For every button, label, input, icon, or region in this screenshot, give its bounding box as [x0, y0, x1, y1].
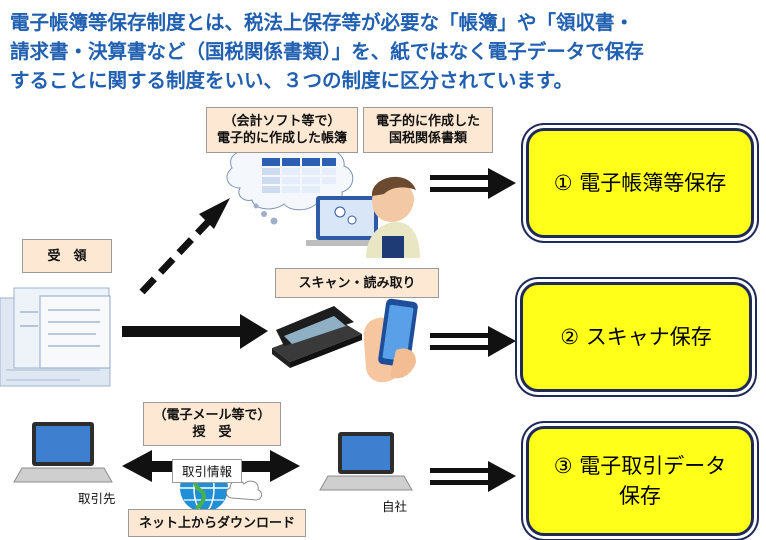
solid-arrow-to-scanner: [122, 314, 268, 349]
own-company-laptop-icon: [319, 432, 413, 491]
smartphone-icon: [363, 298, 418, 383]
headline: 電子帳簿等保存制度とは、税法上保存等が必要な「帳簿」や「領収書・ 請求書・決算書…: [10, 8, 760, 95]
trade-info-text: 取引情報: [181, 463, 232, 479]
scanner-icon: [272, 306, 362, 368]
download-text: ネット上からダウンロード: [138, 515, 295, 531]
electronic-documents-line-2: 国税関係書類: [388, 131, 467, 146]
double-arrow-3: [430, 461, 516, 492]
download-cloud-icon: [225, 480, 263, 501]
double-arrow-2: [430, 326, 516, 357]
headline-line-3: することに関する制度をいい、３つの制度に区分されています。: [10, 69, 573, 92]
person-at-computer-icon: [306, 176, 420, 258]
scan-label: スキャン・読み取り: [275, 268, 439, 298]
receive-text: 受 領: [47, 248, 87, 264]
partner-laptop-icon: [13, 422, 113, 483]
partner-label: 取引先: [78, 491, 116, 506]
headline-line-1: 電子帳簿等保存制度とは、税法上保存等が必要な「帳簿」や「領収書・: [10, 11, 635, 34]
result-electronic-books-text: ① 電子帳簿等保存: [553, 171, 727, 195]
email-exchange-label: （電子メール等で） 授 受: [143, 402, 281, 446]
electronic-documents-label: 電子的に作成した 国税関係書類: [363, 107, 493, 153]
paper-documents-icon: [0, 287, 111, 387]
software-books-line-2: 電子的に作成した帳簿: [216, 131, 347, 146]
result-scanner-storage: ② スキャナ保存: [520, 282, 752, 392]
scan-text: スキャン・読み取り: [298, 275, 416, 291]
download-label: ネット上からダウンロード: [128, 509, 306, 537]
receive-label: 受 領: [22, 239, 112, 273]
email-exchange-line-1: （電子メール等で）: [153, 408, 271, 423]
headline-line-2: 請求書・決算書など（国税関係書類）」を、紙ではなく電子データで保存: [10, 40, 644, 63]
software-books-label: （会計ソフト等で） 電子的に作成した帳簿: [206, 107, 358, 153]
result-scanner-storage-text: ② スキャナ保存: [560, 325, 712, 349]
result-electronic-transaction-line-1: ③ 電子取引データ: [553, 454, 727, 478]
result-electronic-books: ① 電子帳簿等保存: [526, 128, 754, 238]
double-arrow-1: [430, 168, 516, 199]
trade-info-label: 取引情報: [172, 459, 242, 483]
email-exchange-line-2: 授 受: [192, 425, 232, 440]
own-company-label: 自社: [382, 499, 408, 514]
result-electronic-transaction-line-2: 保存: [619, 484, 661, 508]
electronic-documents-line-1: 電子的に作成した: [375, 114, 480, 129]
dashed-arrow-to-electronic: [139, 198, 230, 295]
result-electronic-transaction: ③ 電子取引データ 保存: [526, 426, 754, 536]
software-books-line-1: （会計ソフト等で）: [223, 114, 341, 129]
